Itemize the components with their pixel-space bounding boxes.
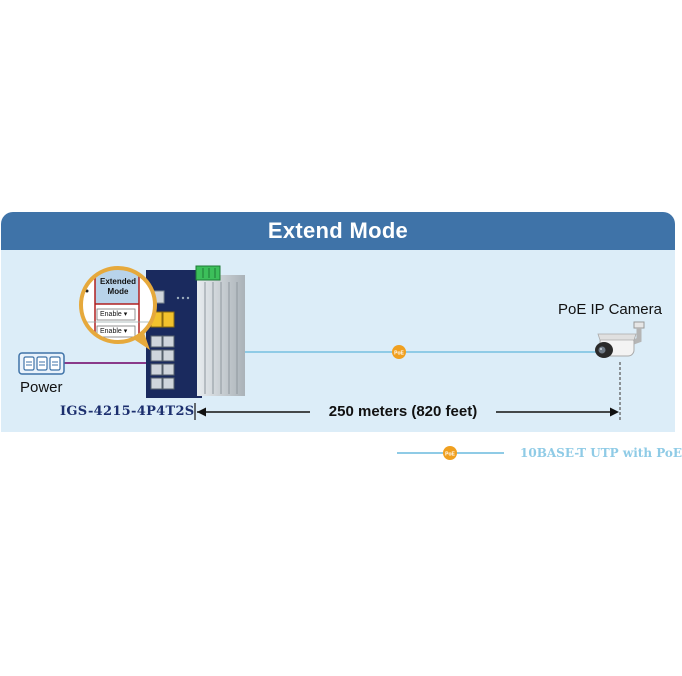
ip-camera-icon bbox=[595, 321, 645, 420]
magnifier-option-2: Enable ▾ bbox=[100, 328, 128, 335]
industrial-switch-icon bbox=[146, 265, 245, 398]
poe-badge-text: PoE bbox=[394, 351, 404, 357]
title-banner: Extend Mode bbox=[1, 212, 675, 250]
magnifier-option-1: Enable ▾ bbox=[100, 311, 128, 318]
legend-label: 10BASE-T UTP with PoE bbox=[520, 446, 682, 460]
banner-title: Extend Mode bbox=[267, 218, 409, 243]
switch-model-label: IGS-4215-4P4T2S bbox=[60, 404, 195, 419]
legend-line-icon: PoE bbox=[397, 446, 504, 460]
poe-badge-icon: PoE bbox=[392, 345, 406, 359]
camera-label: PoE IP Camera bbox=[558, 301, 662, 318]
settings-magnifier bbox=[79, 266, 157, 350]
legend-badge-text: PoE bbox=[445, 452, 455, 458]
power-adapter-icon bbox=[18, 352, 65, 375]
distance-label: 250 meters (820 feet) bbox=[310, 403, 496, 420]
power-label: Power bbox=[20, 379, 63, 396]
magnifier-header: Extended Mode bbox=[99, 277, 136, 296]
